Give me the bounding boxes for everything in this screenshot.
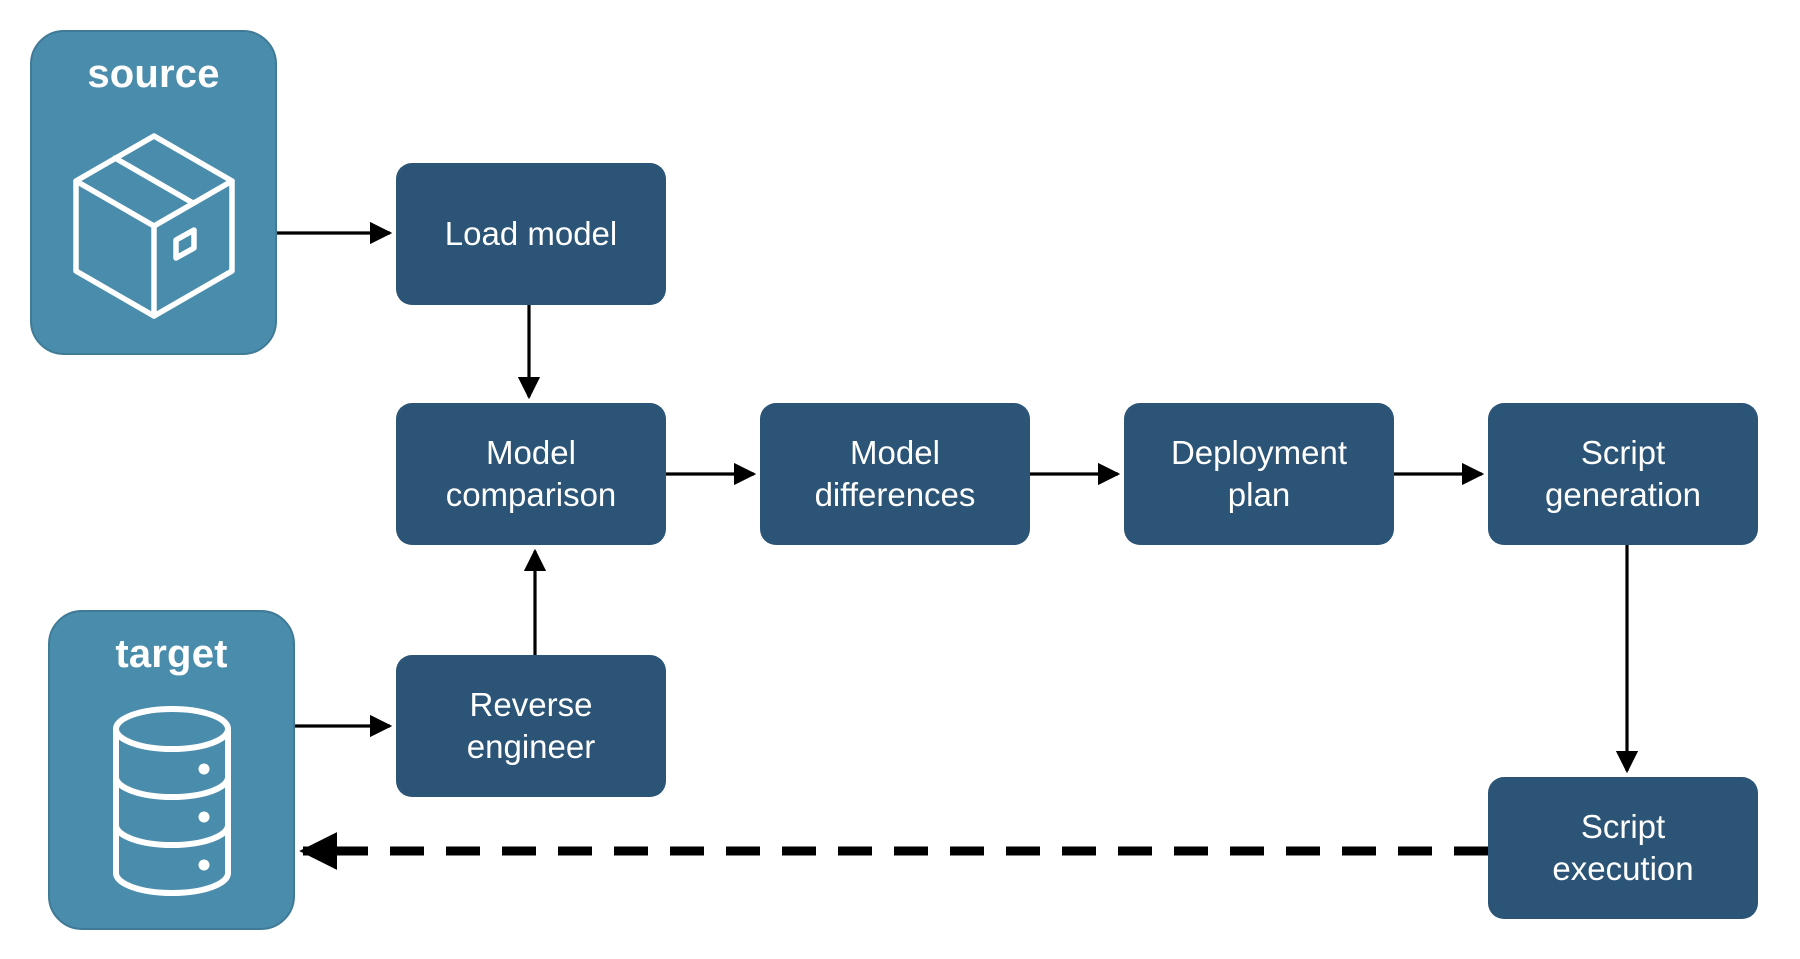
process-label-line: Script <box>1580 433 1666 471</box>
process-script-execution-label: Script execution <box>1552 806 1693 890</box>
process-script-generation-label: Script generation <box>1545 432 1701 516</box>
process-label-line: Deployment <box>1170 433 1348 471</box>
process-model-comparison[interactable]: Model comparison <box>396 403 666 545</box>
process-load-model-label: Load model <box>445 213 617 255</box>
process-script-generation[interactable]: Script generation <box>1488 403 1758 545</box>
process-reverse-engineer-label: Reverse engineer <box>467 684 595 768</box>
process-label-line: differences <box>814 476 976 513</box>
process-model-differences[interactable]: Model differences <box>760 403 1030 545</box>
process-label-line: Model <box>486 433 576 471</box>
database-cylinder-icon <box>50 674 293 928</box>
process-label-line: comparison <box>445 476 617 513</box>
process-load-model[interactable]: Load model <box>396 163 666 305</box>
process-label-line: generation <box>1545 476 1701 513</box>
node-source[interactable]: source <box>30 30 277 355</box>
package-box-icon <box>32 94 275 353</box>
process-deployment-plan-label: Deployment plan <box>1171 432 1347 516</box>
process-label-line: Reverse <box>469 685 593 723</box>
process-reverse-engineer[interactable]: Reverse engineer <box>396 655 666 797</box>
process-label-line: execution <box>1552 850 1694 887</box>
node-target[interactable]: target <box>48 610 295 930</box>
process-label-line: Load model <box>444 214 618 252</box>
process-model-comparison-label: Model comparison <box>446 432 617 516</box>
process-label-line: engineer <box>466 728 596 765</box>
process-label-line: Script <box>1580 807 1666 845</box>
node-target-label: target <box>115 632 228 676</box>
process-model-differences-label: Model differences <box>815 432 976 516</box>
process-script-execution[interactable]: Script execution <box>1488 777 1758 919</box>
process-label-line: plan <box>1227 476 1291 513</box>
process-label-line: Model <box>850 433 940 471</box>
node-source-label: source <box>87 52 220 96</box>
process-deployment-plan[interactable]: Deployment plan <box>1124 403 1394 545</box>
